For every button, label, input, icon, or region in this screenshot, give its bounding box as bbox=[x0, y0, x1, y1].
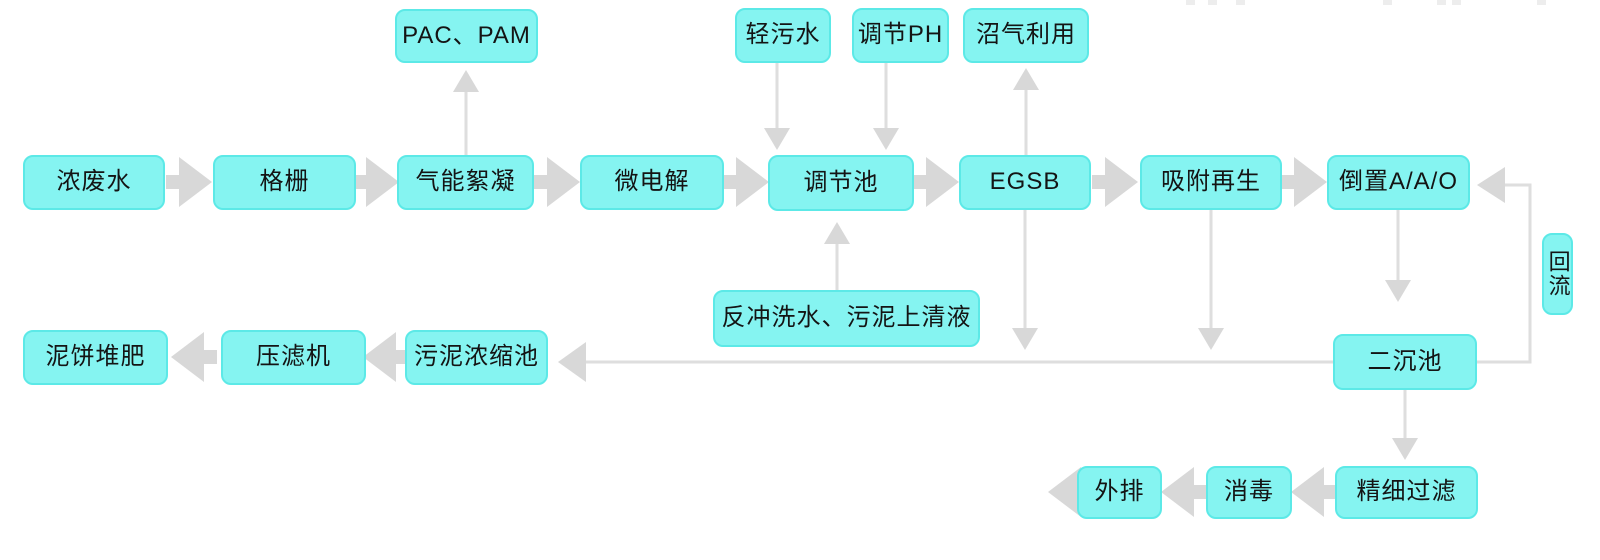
node-geshan: 格栅 bbox=[213, 155, 356, 210]
arrow-weidianjie-to-tiaojiechi bbox=[723, 157, 769, 207]
arrow-geshan-to-qinengxuning bbox=[353, 157, 399, 207]
node-label: PAC、PAM bbox=[402, 21, 531, 49]
arrow-wuninongsuochi-to-yalvji bbox=[363, 332, 409, 382]
node-tiaojie-chi: 调节池 bbox=[768, 155, 914, 211]
node-tiaojie-ph: 调节PH bbox=[852, 8, 949, 63]
arrow-nongfeishui-to-geshan bbox=[166, 157, 212, 207]
arrow-xiaodu-to-waipai bbox=[1161, 467, 1207, 517]
node-label: 轻污水 bbox=[745, 21, 821, 49]
arrow-erchenchi-to-jingxiguolv-head bbox=[1392, 438, 1418, 460]
node-daozhi-aao: 倒置A/A/O bbox=[1327, 155, 1470, 210]
node-xiaodu: 消毒 bbox=[1206, 466, 1292, 519]
node-label: 反冲洗水、污泥上清液 bbox=[721, 304, 972, 332]
node-nong-feishui: 浓废水 bbox=[23, 155, 165, 210]
node-fanchong-xishui: 反冲洗水、污泥上清液 bbox=[713, 290, 980, 347]
node-label: 浓废水 bbox=[56, 168, 132, 196]
arrow-yalvji-to-nibingduifei bbox=[171, 332, 217, 382]
node-label: 沼气利用 bbox=[976, 21, 1076, 49]
top-dash-artifact bbox=[1383, 0, 1392, 5]
node-xifu-zaisheng: 吸附再生 bbox=[1140, 155, 1282, 210]
node-yalvji: 压滤机 bbox=[221, 330, 366, 385]
node-egsb: EGSB bbox=[959, 155, 1091, 210]
node-wuni-nongsuochi: 污泥浓缩池 bbox=[405, 330, 548, 385]
node-erchenchi: 二沉池 bbox=[1333, 334, 1477, 390]
node-label: 泥饼堆肥 bbox=[45, 343, 146, 371]
arrow-qingwushui-to-tiaojiechi-head bbox=[764, 128, 790, 150]
arrow-egsb-to-xifuzaisheng bbox=[1092, 157, 1138, 207]
node-label: 二沉池 bbox=[1367, 347, 1443, 375]
node-label: 回流 bbox=[1545, 250, 1571, 298]
node-wei-dianjie: 微电解 bbox=[580, 155, 724, 210]
node-label: 吸附再生 bbox=[1161, 168, 1261, 196]
node-jingxi-guolv: 精细过滤 bbox=[1335, 466, 1478, 519]
node-pac-pam: PAC、PAM bbox=[395, 9, 538, 63]
node-label: 污泥浓缩池 bbox=[414, 343, 539, 371]
arrow-qinengxuning-to-weidianjie bbox=[534, 157, 580, 207]
top-dash-artifact bbox=[1437, 0, 1446, 5]
arrow-waipai-to-outfall bbox=[1048, 467, 1094, 517]
arrow-daozhiaao-to-erchenchi-head bbox=[1385, 280, 1411, 302]
arrow-egsb-to-zhaoqiliyong-head bbox=[1013, 68, 1039, 90]
node-label: 调节PH bbox=[857, 21, 944, 49]
node-huiliu: 回流 bbox=[1542, 233, 1573, 315]
node-zhaoqi-liyong: 沼气利用 bbox=[963, 8, 1089, 63]
top-dash-artifact bbox=[1537, 0, 1546, 5]
node-label: 气能絮凝 bbox=[415, 168, 516, 196]
top-dash-artifact bbox=[1186, 0, 1195, 5]
node-label: 倒置A/A/O bbox=[1338, 168, 1459, 196]
arrow-xifuzaisheng-to-sludge-line-head bbox=[1198, 328, 1224, 350]
node-nibing-duifei: 泥饼堆肥 bbox=[23, 330, 168, 385]
sludge-line-erchenchi-to-wuninongsuochi-head bbox=[558, 342, 586, 382]
arrow-qinengxuning-to-pacpam-head bbox=[453, 70, 479, 92]
node-label: EGSB bbox=[989, 168, 1061, 196]
node-waipai: 外排 bbox=[1077, 466, 1162, 519]
top-dash-artifact bbox=[1236, 0, 1245, 5]
recycle-line-erchenchi-to-daozhiaao-head bbox=[1477, 167, 1505, 203]
node-qineng-xuning: 气能絮凝 bbox=[397, 155, 534, 210]
arrow-egsb-to-sludge-line-head bbox=[1012, 328, 1038, 350]
node-label: 压滤机 bbox=[256, 343, 331, 371]
arrow-jingxiguolv-to-xiaodu bbox=[1291, 467, 1337, 517]
top-dash-artifact bbox=[1208, 0, 1217, 5]
arrow-fanchongxishui-to-tiaojiechi-head bbox=[824, 222, 850, 244]
node-label: 格栅 bbox=[259, 168, 310, 196]
node-label: 微电解 bbox=[614, 168, 690, 196]
node-label: 消毒 bbox=[1224, 478, 1274, 506]
node-label: 调节池 bbox=[803, 168, 879, 196]
node-label: 外排 bbox=[1094, 478, 1145, 506]
top-dash-artifact bbox=[1452, 0, 1461, 5]
arrow-tiaojieph-to-tiaojiechi-head bbox=[873, 128, 899, 150]
node-label: 精细过滤 bbox=[1356, 478, 1457, 506]
arrow-xifuzaisheng-to-daozhiaao bbox=[1281, 157, 1327, 207]
recycle-line-erchenchi-to-daozhiaao-line bbox=[1477, 183, 1532, 364]
arrow-tiaojiechi-to-egsb bbox=[913, 157, 959, 207]
node-qing-wushui: 轻污水 bbox=[735, 8, 831, 63]
